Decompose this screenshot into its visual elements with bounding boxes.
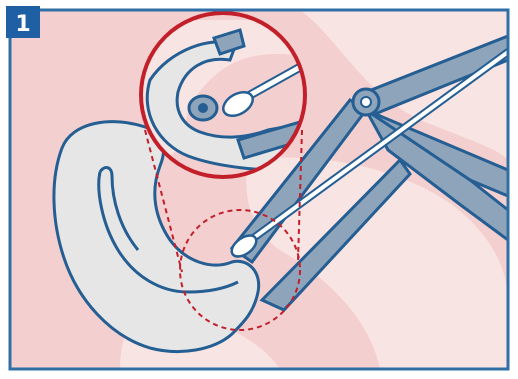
speculum-hinge-center <box>361 97 371 107</box>
step-number-badge: 1 <box>6 6 40 38</box>
step-number: 1 <box>15 12 30 37</box>
